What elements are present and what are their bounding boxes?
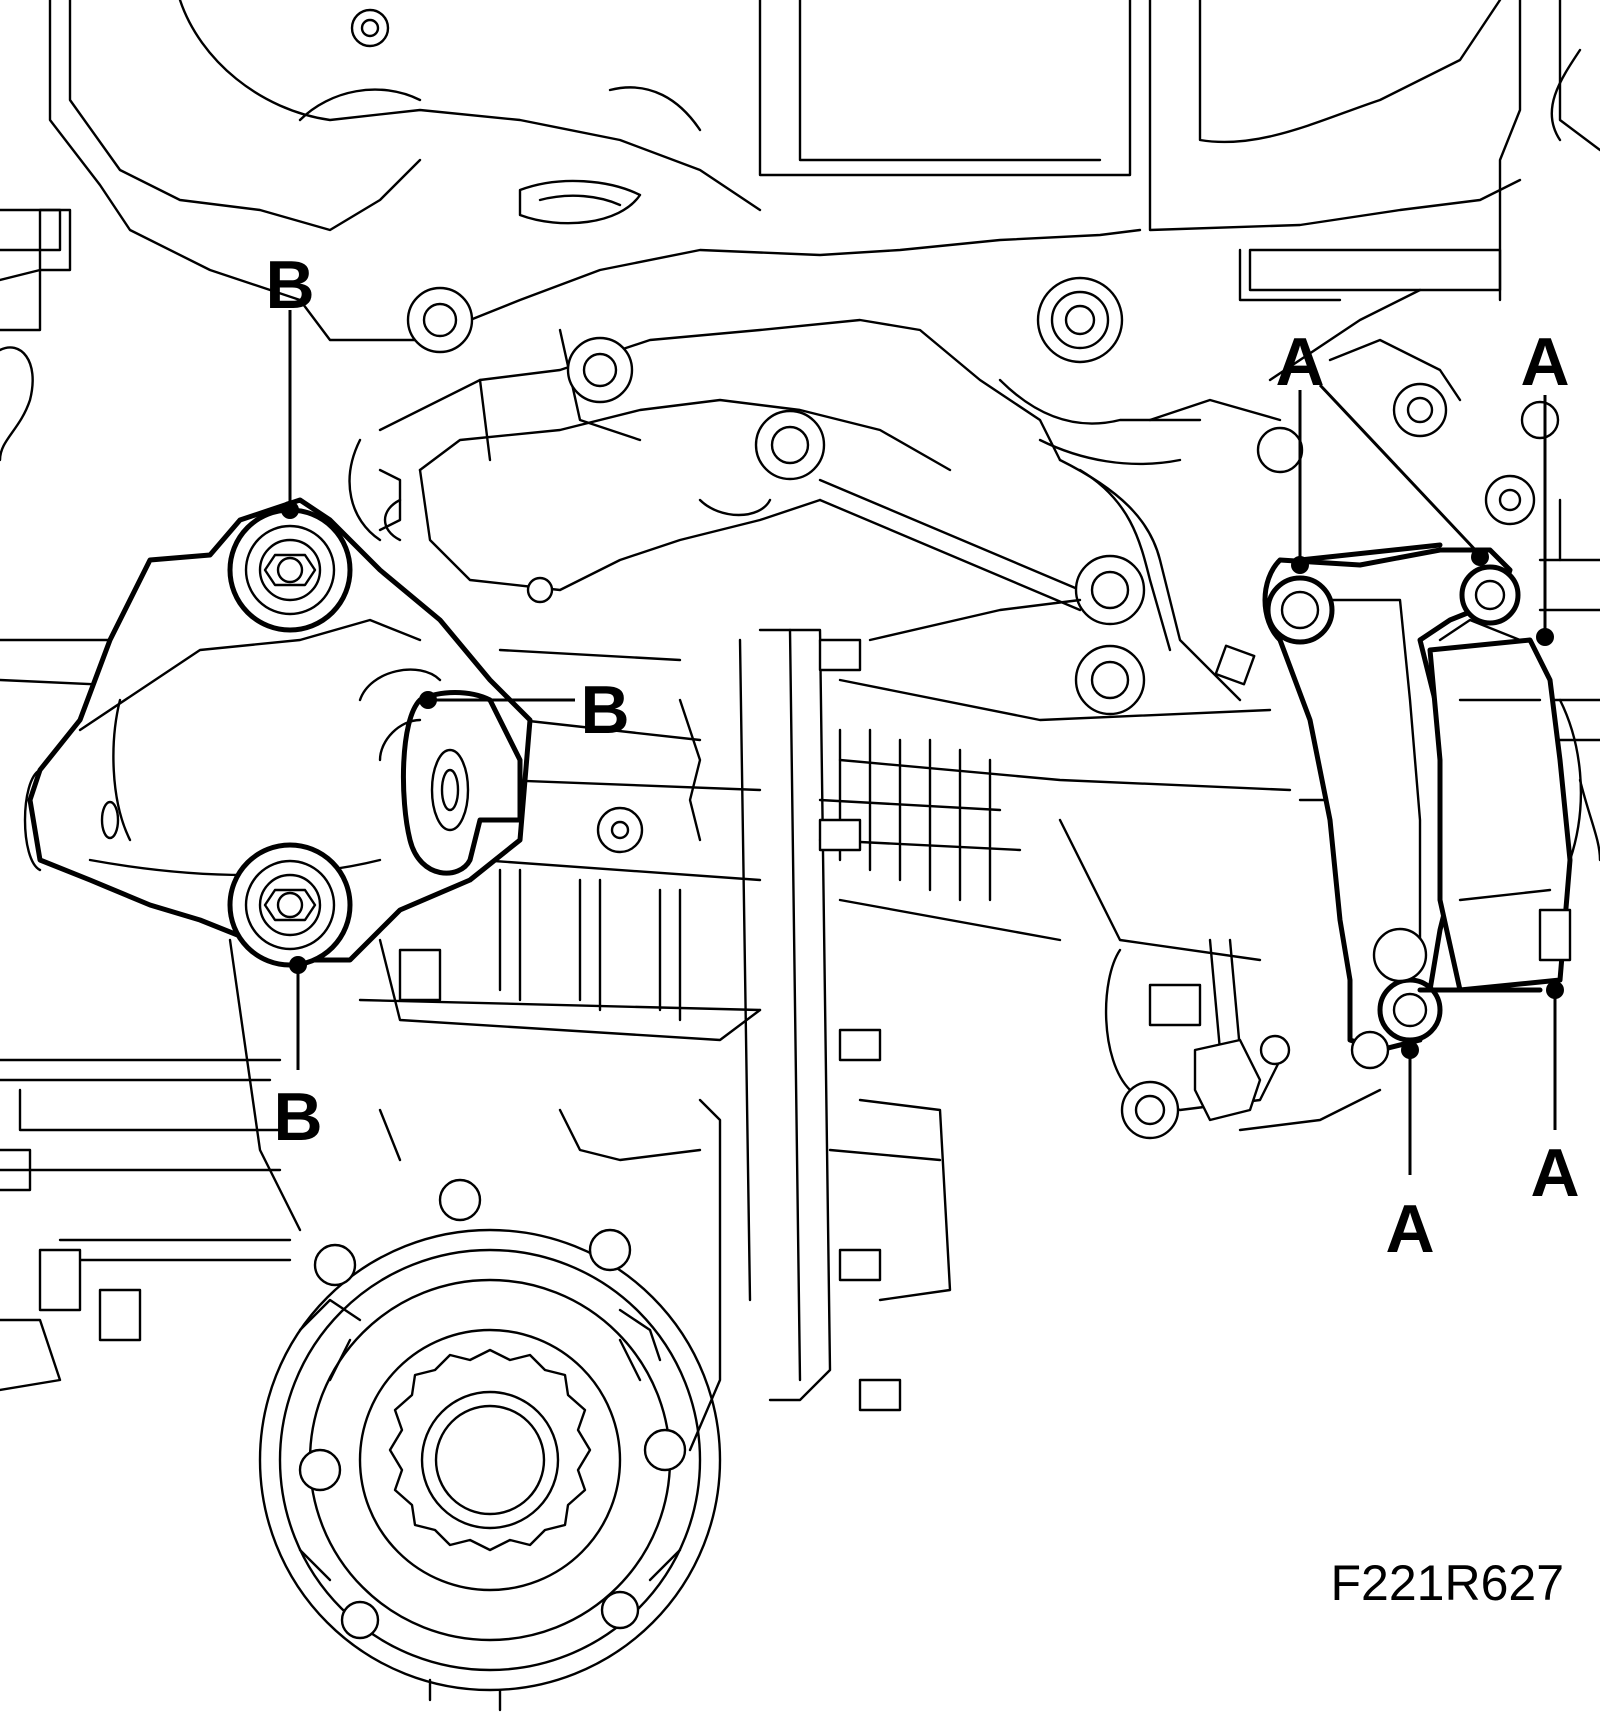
callout-point-b1 — [281, 501, 299, 519]
callout-label-b-bottom: B — [273, 1079, 322, 1155]
bell-housing-flange — [678, 628, 952, 1412]
right-misc-parts — [1104, 938, 1390, 1140]
callout-point-a2 — [1471, 548, 1489, 566]
callout-label-b-top: B — [265, 247, 314, 323]
callout-point-a3 — [1536, 628, 1554, 646]
crankcase-cover — [348, 288, 1462, 702]
callout-leaders — [281, 310, 1564, 1175]
left-mount-bracket — [23, 497, 533, 968]
lower-left-frame — [0, 938, 702, 1392]
upper-bolts — [378, 276, 1560, 716]
right-mount-bracket — [1262, 542, 1583, 1053]
transmission-case — [0, 498, 1600, 1042]
axle-flange-hub — [258, 1098, 722, 1712]
callout-point-a1 — [1291, 556, 1309, 574]
callout-point-b3 — [289, 956, 307, 974]
callout-label-a-bottom-right: A — [1530, 1135, 1579, 1211]
callout-point-a5 — [1546, 981, 1564, 999]
callout-label-b-middle: B — [580, 672, 629, 748]
figure-id-label: F221R627 — [1331, 1555, 1565, 1611]
callout-point-b2 — [419, 691, 437, 709]
callout-label-a-top-right: A — [1520, 324, 1569, 400]
callout-point-a4 — [1401, 1041, 1419, 1059]
callout-label-a-bottom-middle: A — [1385, 1191, 1434, 1267]
callout-label-a-top-left: A — [1275, 324, 1324, 400]
engine-block — [0, 0, 1600, 462]
callout-labels: B B B A A A A — [265, 247, 1579, 1267]
